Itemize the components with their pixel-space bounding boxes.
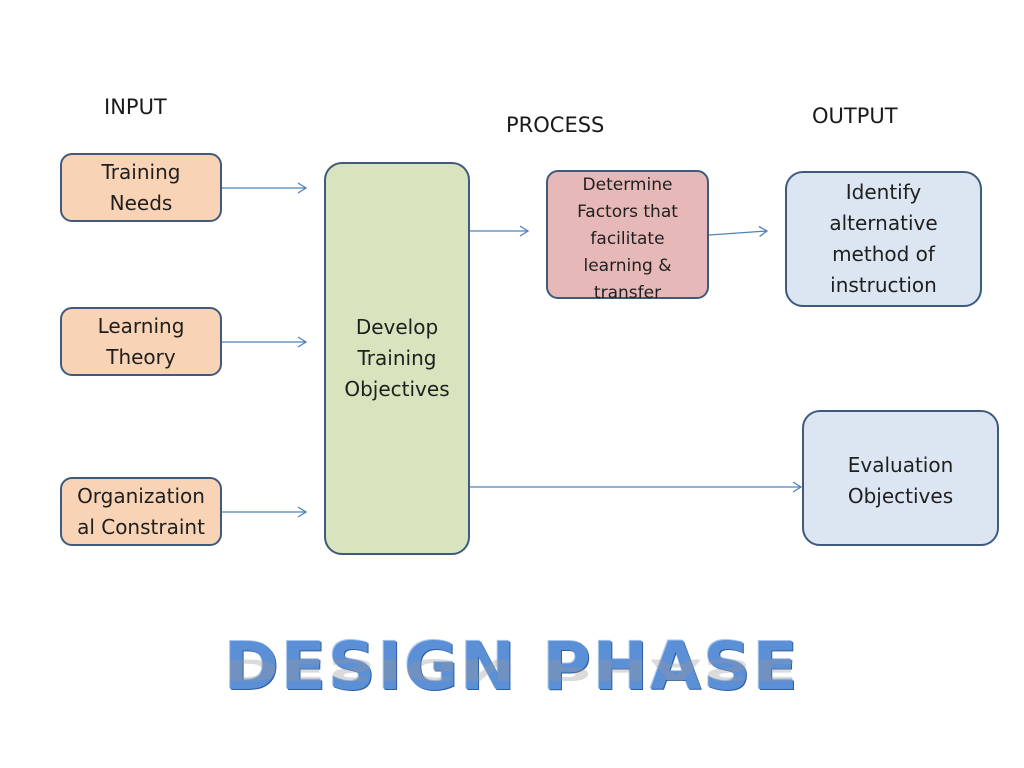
identify-alternative-method-label: Identify alternative method of instructi… <box>829 180 938 297</box>
learning-theory-label: Learning Theory <box>97 313 185 369</box>
develop-training-objectives-box: Develop Training Objectives <box>324 162 470 555</box>
arrowhead-organizational-constraint <box>297 506 308 518</box>
arrowhead-training-needs <box>297 182 308 194</box>
process-header: PROCESS <box>506 113 605 137</box>
arrowhead-to-evaluation-objectives <box>792 481 803 493</box>
learning-theory-box: Learning Theory <box>60 307 222 376</box>
output-header: OUTPUT <box>812 104 898 128</box>
arrowhead-learning-theory <box>297 336 308 348</box>
determine-factors-box: Determine Factors that facilitate learni… <box>546 170 709 303</box>
determine-factors-label: Determine Factors that facilitate learni… <box>577 175 678 303</box>
input-header: INPUT <box>104 95 167 119</box>
training-needs-label: Training Needs <box>101 159 181 215</box>
evaluation-objectives-label: Evaluation Objectives <box>847 453 954 508</box>
training-needs-box: Training Needs <box>60 153 222 222</box>
develop-training-objectives-label: Develop Training Objectives <box>344 315 450 401</box>
identify-alternative-method-box: Identify alternative method of instructi… <box>785 171 982 307</box>
arrowhead-to-determine-factors <box>519 225 530 237</box>
evaluation-objectives-box: Evaluation Objectives <box>802 410 999 546</box>
arrow-to-identify-alternative <box>708 230 768 236</box>
design-phase-title: DESIGN PHASE <box>224 628 800 705</box>
organizational-constraint-box: Organization al Constraint <box>60 477 222 546</box>
arrowhead-to-identify-alternative <box>758 225 769 238</box>
organizational-constraint-label: Organization al Constraint <box>77 483 205 539</box>
